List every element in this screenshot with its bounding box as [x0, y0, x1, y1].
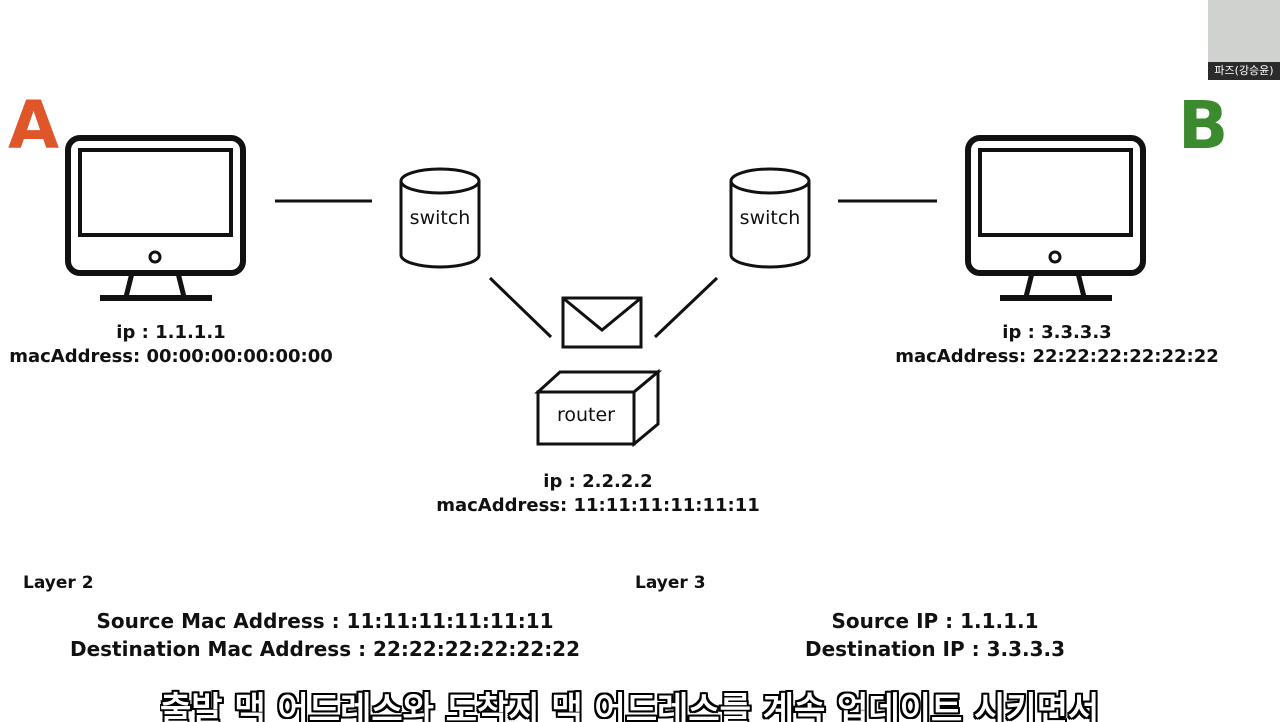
subtitle-caption: 출발 맥 어드레스와 도착지 맥 어드레스를 계속 업데이트 시키면서	[160, 690, 1100, 722]
layer2-source: Source Mac Address : 11:11:11:11:11:11	[96, 609, 554, 633]
host-a-info: ip : 1.1.1.1 macAddress: 00:00:00:00:00:…	[0, 321, 342, 369]
layer2-destination: Destination Mac Address : 22:22:22:22:22…	[69, 637, 581, 661]
router-icon	[534, 368, 663, 448]
host-b-mac: macAddress: 22:22:22:22:22:22	[895, 346, 1219, 367]
computer-a-icon	[65, 135, 246, 301]
layer3-addresses: Source IP : 1.1.1.1 Destination IP : 3.3…	[785, 607, 1085, 663]
host-a-label: A	[8, 87, 60, 164]
layer2-title: Layer 2	[23, 573, 94, 593]
webcam-name: 파즈(강승윤)	[1208, 62, 1280, 80]
host-a-ip: ip : 1.1.1.1	[116, 322, 226, 343]
envelope-icon	[561, 296, 643, 349]
switch-left-icon	[399, 167, 481, 269]
webcam-thumbnail: 파즈(강승윤)	[1208, 0, 1280, 80]
host-b-info: ip : 3.3.3.3 macAddress: 22:22:22:22:22:…	[886, 321, 1228, 369]
link-switch-router-right	[653, 276, 719, 339]
router-mac: macAddress: 11:11:11:11:11:11	[436, 495, 760, 516]
switch-left-label: switch	[409, 207, 471, 229]
layer3-source: Source IP : 1.1.1.1	[831, 609, 1039, 633]
router-label: router	[556, 404, 615, 426]
host-b-label: B	[1178, 87, 1229, 164]
layer3-title: Layer 3	[635, 573, 706, 593]
host-b-ip: ip : 3.3.3.3	[1002, 322, 1112, 343]
router-ip: ip : 2.2.2.2	[543, 471, 653, 492]
switch-right-label: switch	[739, 207, 801, 229]
router-info: ip : 2.2.2.2 macAddress: 11:11:11:11:11:…	[428, 470, 768, 518]
layer3-destination: Destination IP : 3.3.3.3	[804, 637, 1066, 661]
host-a-mac: macAddress: 00:00:00:00:00:00	[9, 346, 333, 367]
computer-b-icon	[965, 135, 1146, 301]
link-switch-router-left	[488, 276, 553, 339]
switch-right-icon	[729, 167, 811, 269]
layer2-addresses: Source Mac Address : 11:11:11:11:11:11 D…	[40, 607, 610, 663]
